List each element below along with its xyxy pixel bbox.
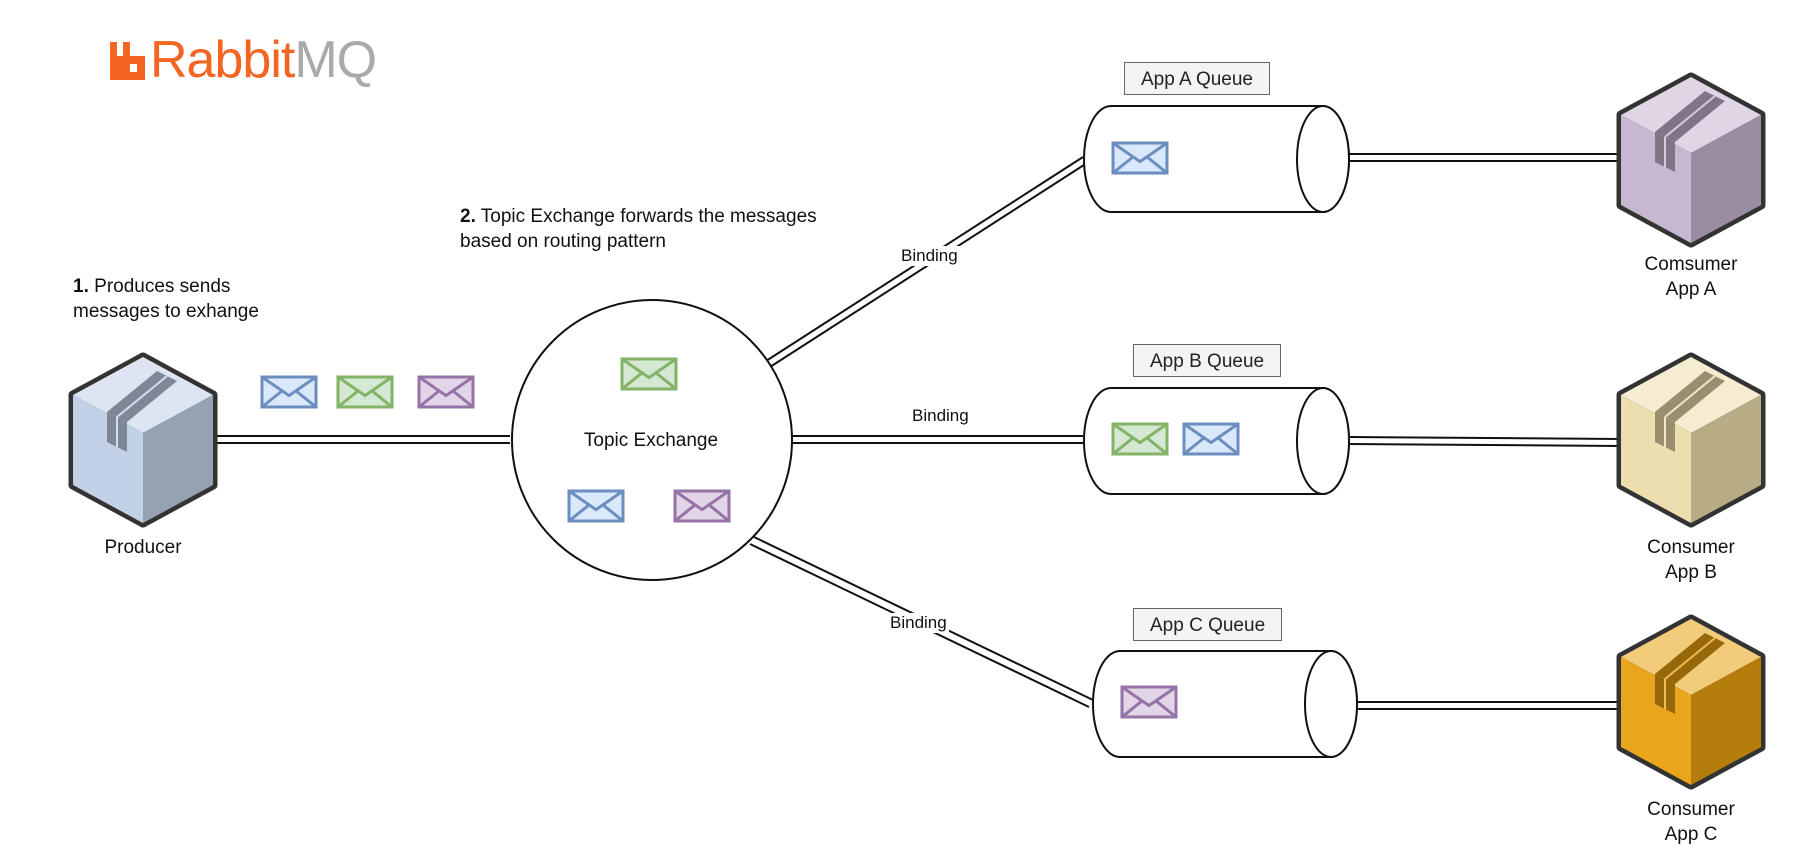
consumer-c-label: Consumer App C — [1647, 797, 1735, 847]
binding-label-c: Binding — [888, 613, 949, 633]
producer-label: Producer — [104, 537, 182, 558]
consumer-c-line1: Consumer — [1647, 799, 1735, 820]
producer-cube[interactable] — [68, 352, 218, 528]
queue-c-label: App C Queue — [1133, 608, 1283, 641]
consumer-c-line2: App C — [1664, 824, 1718, 845]
message-envelope-icon — [567, 489, 625, 523]
step2-text: 2. Topic Exchange forwards the messages … — [460, 204, 817, 254]
exchange-label: Topic Exchange — [583, 430, 719, 451]
consumer-a-line1: Comsumer — [1644, 254, 1738, 275]
queue-a-consumer-connector — [1349, 153, 1620, 162]
message-envelope-icon — [260, 375, 318, 409]
consumer-b-label: Consumer App B — [1647, 535, 1735, 585]
step2-number: 2. — [460, 206, 476, 227]
consumer-b-line2: App B — [1665, 562, 1717, 583]
queue-b-consumer-connector — [1348, 436, 1621, 447]
queue-message-envelope-icon — [1182, 422, 1240, 456]
queue-c-consumer-connector — [1357, 701, 1620, 710]
rabbitmq-logo-icon — [110, 42, 145, 80]
consumer-a-cube[interactable] — [1616, 72, 1766, 248]
step1-line1: Produces sends — [94, 276, 231, 297]
logo-text-mq: MQ — [294, 31, 377, 89]
consumer-b-cube[interactable] — [1616, 352, 1766, 528]
step2-line2: based on routing pattern — [460, 231, 666, 252]
queue-c-cylinder[interactable] — [1092, 650, 1358, 758]
queue-b-label: App B Queue — [1133, 344, 1282, 377]
consumer-c-cube[interactable] — [1616, 614, 1766, 790]
step1-line2: messages to exhange — [73, 301, 259, 322]
message-envelope-icon — [620, 357, 678, 391]
consumer-b-line1: Consumer — [1647, 537, 1735, 558]
step1-text: 1. Produces sends messages to exhange — [73, 274, 259, 324]
queue-a-cylinder[interactable] — [1083, 105, 1350, 213]
queue-a-label: App A Queue — [1124, 62, 1270, 95]
logo-text-rabbit: Rabbit — [150, 31, 295, 89]
binding-label-a: Binding — [899, 246, 960, 266]
step2-line1: Topic Exchange forwards the messages — [480, 206, 817, 227]
step1-number: 1. — [73, 276, 89, 297]
consumer-a-line2: App A — [1665, 279, 1717, 300]
queue-message-envelope-icon — [1111, 141, 1169, 175]
message-envelope-icon — [417, 375, 475, 409]
message-envelope-icon — [336, 375, 394, 409]
binding-line-b — [792, 435, 1083, 444]
queue-message-envelope-icon — [1111, 422, 1169, 456]
queue-message-envelope-icon — [1120, 685, 1178, 719]
message-envelope-icon — [673, 489, 731, 523]
consumer-a-label: Comsumer App A — [1645, 252, 1738, 302]
binding-label-b: Binding — [910, 406, 971, 426]
producer-exchange-connector — [217, 435, 510, 444]
